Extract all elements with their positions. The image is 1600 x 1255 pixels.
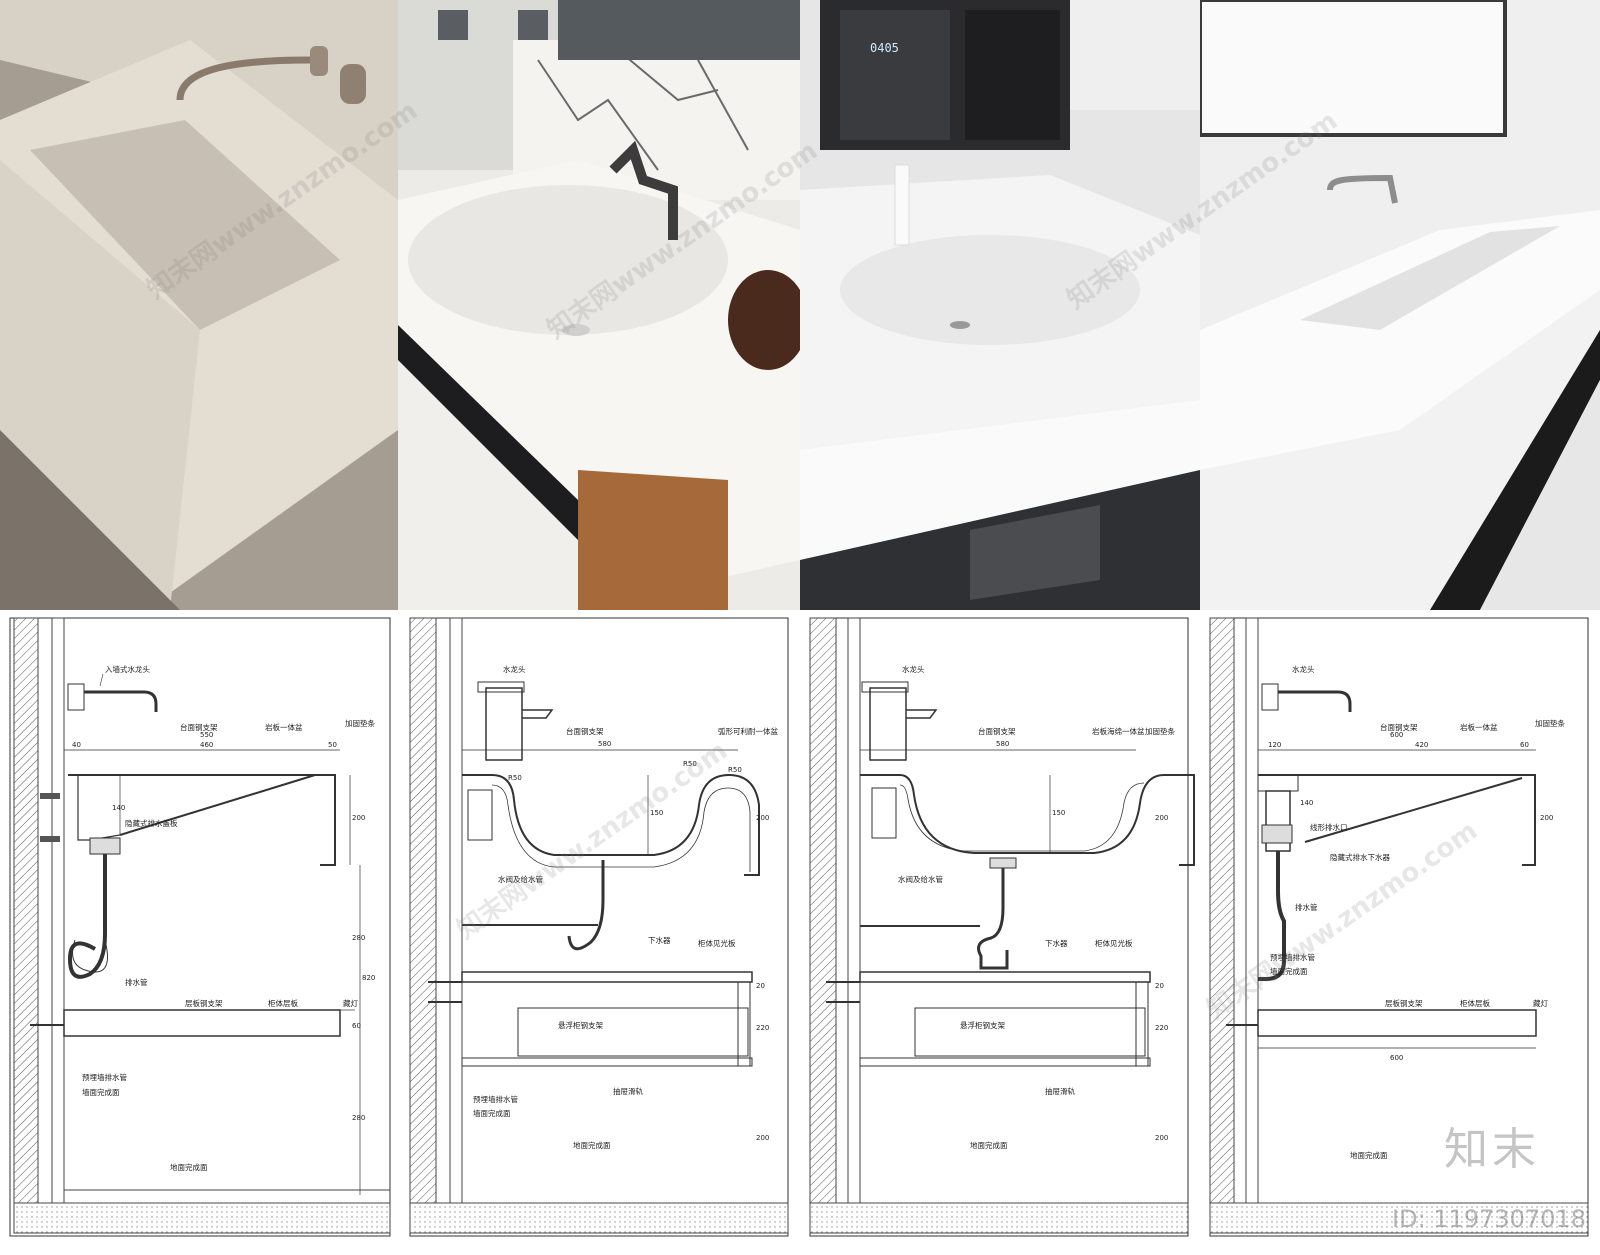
label-drain: 下水器 bbox=[1045, 938, 1068, 948]
label-faucet: 入墙式水龙头 bbox=[105, 664, 150, 674]
label-faucet: 水龙头 bbox=[1292, 664, 1315, 674]
dim-200b: 200 bbox=[756, 1134, 769, 1142]
dim-top: 550 bbox=[200, 731, 213, 739]
dim-280: 280 bbox=[352, 934, 365, 942]
label-edge: 加固垫条 bbox=[345, 718, 375, 728]
label-shelf: 柜体层板 bbox=[1460, 998, 1490, 1008]
label-light: 藏灯 bbox=[343, 998, 358, 1008]
label-floor-bracket: 层板钢支架 bbox=[1385, 998, 1423, 1008]
svg-text:0405: 0405 bbox=[870, 41, 899, 55]
label-floor-finish: 地面完成面 bbox=[573, 1140, 611, 1150]
dim-140: 140 bbox=[112, 804, 125, 812]
label-bracket: 台面钢支架 bbox=[566, 726, 604, 736]
label-bracket: 台面钢支架 bbox=[180, 722, 218, 732]
label-drain: 隐藏式排水下水器 bbox=[1330, 852, 1390, 862]
label-drain-cover: 隐藏式排水盖板 bbox=[125, 818, 178, 828]
dim-top: 600 bbox=[1390, 731, 1403, 739]
dim-120: 120 bbox=[1268, 741, 1281, 749]
dim-200: 200 bbox=[352, 814, 365, 822]
photo-stone-trough-basin bbox=[0, 0, 398, 610]
dim-200: 200 bbox=[1540, 814, 1553, 822]
dim-150: 150 bbox=[1052, 809, 1065, 817]
dim-150: 150 bbox=[650, 809, 663, 817]
dim-20: 20 bbox=[1155, 982, 1164, 990]
dim-200b: 200 bbox=[1155, 1134, 1168, 1142]
label-bracket: 台面钢支架 bbox=[978, 726, 1016, 736]
dim-r50b: R50 bbox=[683, 760, 697, 768]
section-drawing-3: 水龙头 台面钢支架 岩板海绵一体盆 加固垫条 水阀及给水管 下水器 柜体见光板 … bbox=[800, 610, 1200, 1255]
dim-60: 60 bbox=[352, 1022, 361, 1030]
image-id: ID: 1197307018 bbox=[1392, 1205, 1586, 1233]
dim-top: 580 bbox=[996, 740, 1009, 748]
dim-200: 200 bbox=[756, 814, 769, 822]
faucet-icon bbox=[1261, 683, 1352, 712]
label-floor-bracket: 层板钢支架 bbox=[185, 998, 223, 1008]
label-valve: 水阀及给水管 bbox=[498, 874, 543, 884]
label-slide: 抽屉滑轨 bbox=[613, 1086, 643, 1096]
label-wall-pipe: 预埋墙排水管 bbox=[1270, 952, 1315, 962]
label-basin: 岩板一体盆 bbox=[1460, 722, 1498, 732]
label-slide: 抽屉滑轨 bbox=[1045, 1086, 1075, 1096]
label-wall-finish: 墙面完成面 bbox=[473, 1108, 511, 1118]
section-drawing-4: 水龙头 台面钢支架 岩板一体盆 加固垫条 线形排水口 隐藏式排水下水器 排水管 … bbox=[1200, 610, 1600, 1255]
label-drain: 下水器 bbox=[648, 935, 671, 945]
dim-220: 220 bbox=[756, 1024, 769, 1032]
faucet-icon bbox=[861, 681, 938, 761]
label-wall-finish: 墙面完成面 bbox=[1270, 966, 1308, 976]
label-floor-finish: 地面完成面 bbox=[170, 1162, 208, 1172]
dim-50: 50 bbox=[328, 741, 337, 749]
label-shelf: 柜体层板 bbox=[268, 998, 298, 1008]
faucet-icon bbox=[67, 683, 158, 712]
label-wall-pipe: 预埋墙排水管 bbox=[473, 1094, 518, 1104]
label-basin: 岩板海绵一体盆 bbox=[1092, 726, 1145, 736]
label-bracket2: 悬浮柜钢支架 bbox=[960, 1020, 1005, 1030]
dim-60: 60 bbox=[1520, 741, 1529, 749]
brand-logo: 知末 bbox=[1444, 1124, 1540, 1175]
label-wall-pipe: 预埋墙排水管 bbox=[82, 1072, 127, 1082]
label-faucet: 水龙头 bbox=[503, 664, 526, 674]
faucet-icon bbox=[310, 46, 328, 76]
photo-slope-basin-wall-faucet bbox=[1200, 0, 1600, 610]
dim-600: 600 bbox=[1390, 1054, 1403, 1062]
dim-420: 420 bbox=[1415, 741, 1428, 749]
label-basin: 岩板一体盆 bbox=[265, 722, 303, 732]
label-edge: 加固垫条 bbox=[1145, 726, 1175, 736]
photo-row: 0405 bbox=[0, 0, 1600, 610]
label-panel: 柜体见光板 bbox=[1095, 938, 1133, 948]
dim-r50a: R50 bbox=[508, 774, 522, 782]
label-wall-finish: 墙面完成面 bbox=[82, 1087, 120, 1097]
label-valve: 水阀及给水管 bbox=[898, 874, 943, 884]
label-faucet: 水龙头 bbox=[902, 664, 925, 674]
photo-integrated-basin-marble bbox=[398, 0, 800, 610]
label-panel: 柜体见光板 bbox=[698, 938, 736, 948]
label-trap: 排水管 bbox=[125, 977, 148, 987]
dim-20: 20 bbox=[756, 982, 765, 990]
label-light: 藏灯 bbox=[1533, 998, 1549, 1008]
label-bracket2: 悬浮柜钢支架 bbox=[558, 1020, 603, 1030]
faucet-icon bbox=[894, 164, 910, 246]
dim-820: 820 bbox=[362, 974, 375, 982]
faucet-icon bbox=[477, 681, 554, 761]
section-drawing-2: 水龙头 台面钢支架 弧形可利耐一体盆 水阀及给水管 下水器 柜体见光板 悬浮柜钢… bbox=[398, 610, 800, 1255]
label-edge: 加固垫条 bbox=[1535, 718, 1565, 728]
dim-200: 200 bbox=[1155, 814, 1168, 822]
faucet-icon bbox=[609, 140, 678, 240]
dim-460: 460 bbox=[200, 741, 213, 749]
photo-undermount-basin-mirror: 0405 bbox=[800, 0, 1200, 610]
dim-top: 580 bbox=[598, 740, 611, 748]
section-drawing-1: 入墙式水龙头 台面钢支架 岩板一体盆 加固垫条 隐藏式排水盖板 排水管 层板钢支… bbox=[0, 610, 398, 1255]
section-drawings-row: 入墙式水龙头 台面钢支架 岩板一体盆 加固垫条 隐藏式排水盖板 排水管 层板钢支… bbox=[0, 610, 1600, 1255]
dim-280b: 280 bbox=[352, 1114, 365, 1122]
label-basin: 弧形可利耐一体盆 bbox=[718, 726, 778, 736]
label-floor-finish: 地面完成面 bbox=[970, 1140, 1008, 1150]
label-slot: 线形排水口 bbox=[1310, 822, 1348, 832]
dim-220: 220 bbox=[1155, 1024, 1168, 1032]
dim-40: 40 bbox=[72, 741, 81, 749]
label-trap: 排水管 bbox=[1295, 902, 1318, 912]
dim-r50c: R50 bbox=[728, 766, 742, 774]
faucet-icon bbox=[1327, 174, 1398, 204]
dim-140: 140 bbox=[1300, 799, 1313, 807]
label-bracket: 台面钢支架 bbox=[1380, 722, 1418, 732]
label-floor-finish: 地面完成面 bbox=[1350, 1150, 1388, 1160]
